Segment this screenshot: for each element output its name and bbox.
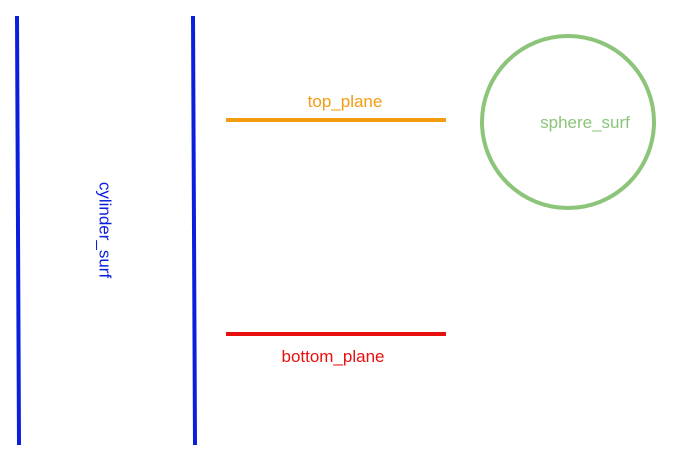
cylinder-right-wall [191,15,197,446]
cylinder-left-wall [15,15,21,446]
bottom-plane-label: bottom_plane [281,347,384,366]
cylinder-label: cylinder_surf [96,182,115,279]
sphere-label: sphere_surf [540,113,630,132]
top-plane-label: top_plane [308,92,383,111]
sphere-circle [480,34,656,210]
